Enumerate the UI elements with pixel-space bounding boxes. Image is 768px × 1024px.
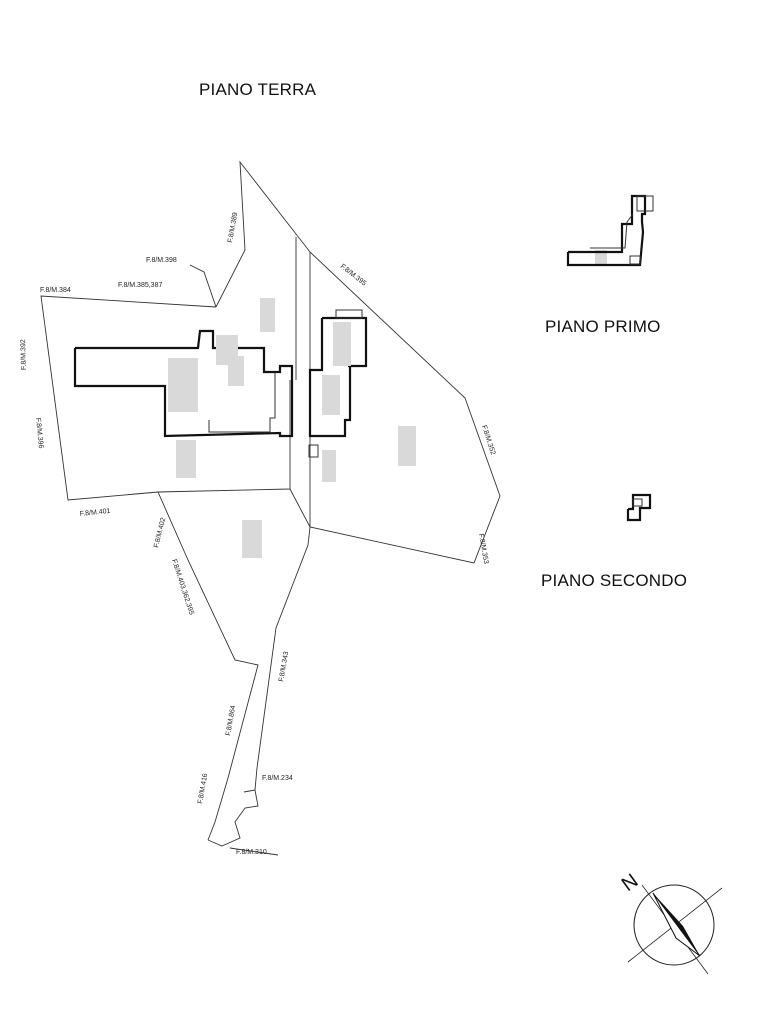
ground-floor-buildings — [73, 309, 368, 458]
north-label: N — [618, 870, 643, 896]
parcel-label: F.8/M.389 — [227, 212, 239, 244]
building-east-shed — [308, 444, 319, 458]
redaction-block — [322, 375, 340, 415]
boundary-access-west — [157, 491, 259, 841]
parcel-label: F.8/M.402 — [153, 517, 167, 549]
building-main-inner — [208, 372, 276, 433]
redaction-block — [176, 440, 196, 478]
redaction-block — [322, 450, 336, 482]
redaction-block — [398, 426, 416, 466]
redaction-block — [595, 250, 607, 264]
parcel-label: F.8/M.385,387 — [118, 282, 162, 289]
boundary-access-end — [207, 789, 259, 847]
parcel-label: F.8/M.395 — [339, 263, 368, 288]
redaction-block — [260, 298, 275, 332]
second-floor-plan — [626, 493, 652, 522]
redaction-blocks — [168, 250, 607, 558]
first-floor-plan — [566, 194, 654, 267]
parcel-label: F.8/M.401 — [79, 508, 110, 518]
building-main-west — [73, 329, 294, 438]
redaction-block — [333, 322, 351, 366]
first-floor-heading: PIANO PRIMO — [545, 317, 661, 336]
boundary-access-east — [254, 526, 311, 791]
first-floor-outline — [566, 194, 647, 267]
parcel-label: F.8/M.352 — [480, 424, 496, 455]
parcel-label: F.8/M.343 — [278, 651, 290, 683]
compass-circle — [633, 884, 715, 966]
leader-310 — [229, 847, 279, 856]
redaction-block — [228, 356, 244, 386]
boundary-left-parcel — [40, 295, 291, 501]
building-east-south — [308, 318, 352, 438]
parcel-label: F.8/M.353 — [477, 533, 489, 565]
redaction-block — [242, 520, 262, 558]
second-floor-heading: PIANO SECONDO — [541, 571, 688, 590]
parcel-label: F.8/M.396 — [34, 417, 44, 448]
parcel-label: F.8/M.310 — [236, 849, 267, 856]
compass-needle-outline — [652, 892, 701, 957]
parcel-label: F.8/M.234 — [262, 775, 293, 782]
parcel-label: F.8/M.864 — [225, 705, 237, 737]
parcel-label: F.8/M.392 — [20, 339, 28, 370]
first-floor-room — [629, 255, 641, 265]
parcel-boundaries — [40, 160, 501, 856]
second-floor-room — [632, 498, 643, 507]
north-arrow: N — [618, 870, 723, 975]
redaction-block — [168, 358, 198, 412]
leader-398 — [189, 264, 217, 308]
parcel-label: F.8/M.416 — [197, 773, 209, 805]
building-east-annex — [335, 309, 363, 319]
ground-floor-heading: PIANO TERRA — [199, 80, 317, 99]
parcel-label: F.8/M.398 — [146, 257, 177, 264]
boundary-north — [215, 160, 501, 564]
first-floor-room — [636, 195, 654, 212]
parcel-label: F.8/M.384 — [40, 287, 71, 294]
first-floor-inner — [590, 213, 634, 249]
